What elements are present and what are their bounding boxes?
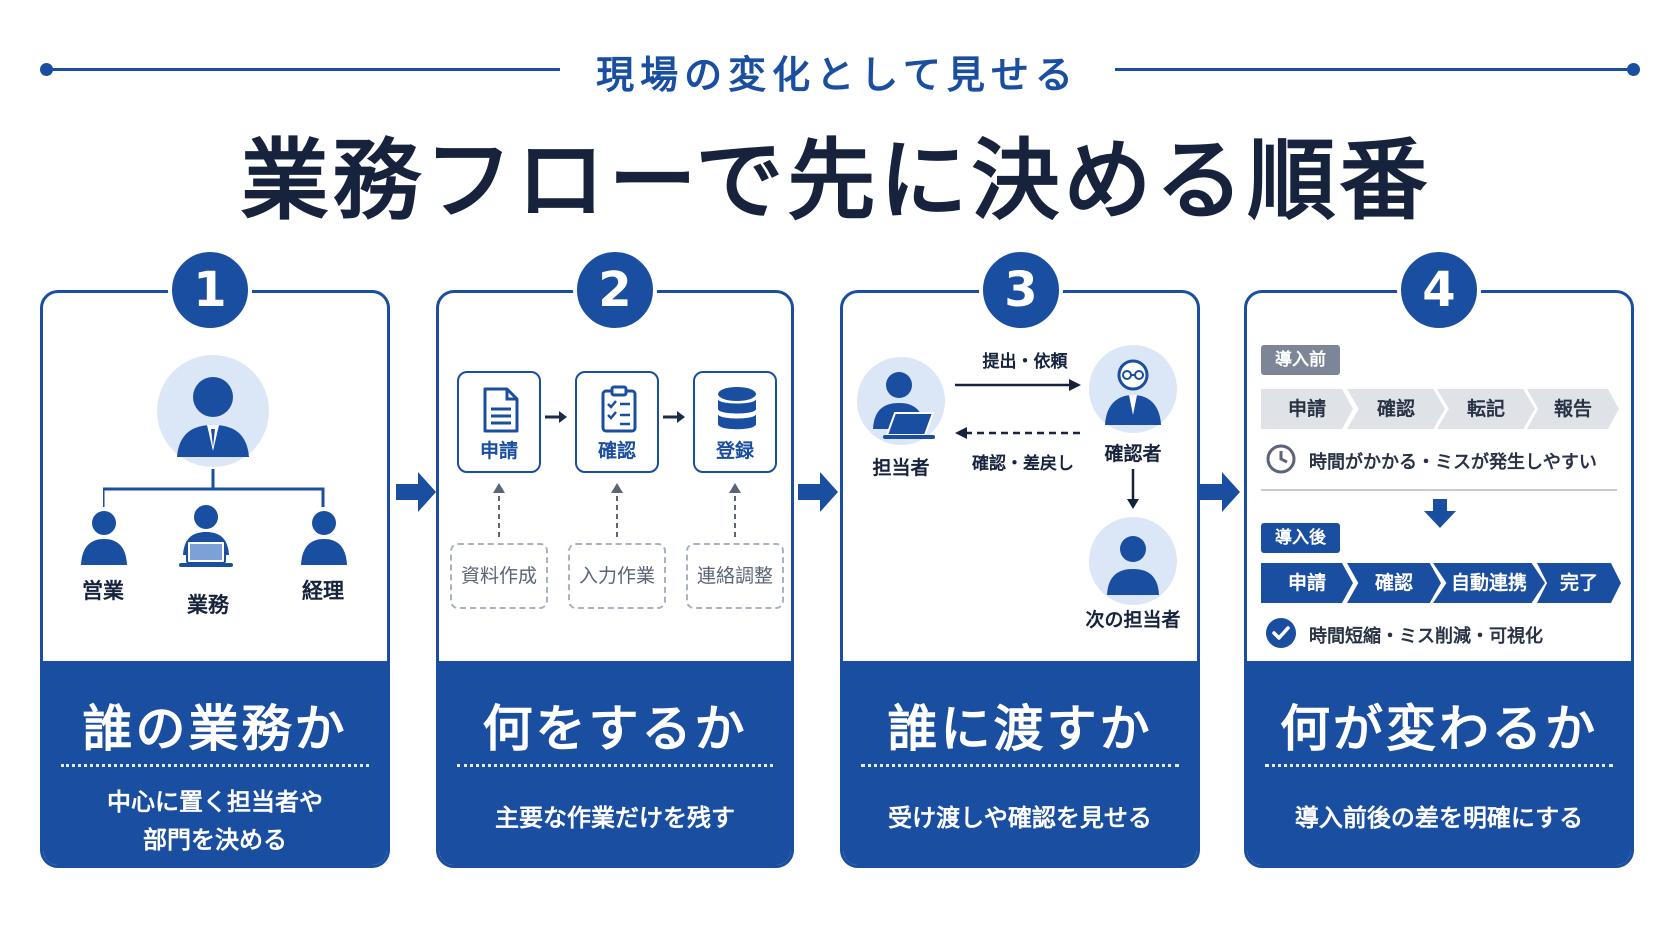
arrow-down-icon <box>1424 499 1456 528</box>
task-box-input: 入力作業 <box>568 543 666 609</box>
org-tree-lines <box>103 469 325 507</box>
sales-person-icon <box>81 511 127 565</box>
clock-icon <box>1266 444 1296 474</box>
check-circle-icon <box>1266 618 1296 648</box>
card-4-divider <box>1265 764 1613 767</box>
before-note: 時間がかかる・ミスが発生しやすい <box>1309 452 1597 473</box>
person-label-sales: 営業 <box>82 579 124 603</box>
label-submit-request: 提出・依頼 <box>982 352 1068 372</box>
dashed-arrow-up-icon <box>493 483 505 537</box>
step-number-4: 4 <box>1397 248 1481 332</box>
worker-person-laptop-icon <box>857 357 945 445</box>
after-step-2: 確認 <box>1347 563 1441 603</box>
step-number-3: 3 <box>979 248 1063 332</box>
tag-before: 導入前 <box>1261 345 1340 375</box>
person-label-operations: 業務 <box>187 593 229 617</box>
card-2-footer: 何をするか 主要な作業だけを残す <box>439 661 791 865</box>
card-4-title: 何が変わるか <box>1280 700 1598 758</box>
manager-person-icon <box>157 355 269 467</box>
tag-after: 導入後 <box>1261 523 1340 553</box>
task-box-materials: 資料作成 <box>450 543 548 609</box>
card-1-description-line-2: 部門を決める <box>143 826 287 854</box>
label-check-return: 確認・差戻し <box>972 454 1074 474</box>
after-step-4: 完了 <box>1537 563 1621 603</box>
operations-person-laptop-icon <box>179 505 233 567</box>
step-box-check-label: 確認 <box>597 440 636 462</box>
card-3: 担当者 提出・依頼 確認・差戻し 確認者 次の担当者 誰に渡すか 受け渡しや確認… <box>840 290 1200 868</box>
after-note: 時間短縮・ミス削減・可視化 <box>1309 626 1543 647</box>
checklist-icon <box>601 385 637 433</box>
person-label-next-assignee: 次の担当者 <box>1085 609 1181 631</box>
step-number-1: 1 <box>168 248 252 332</box>
person-label-accounting: 経理 <box>302 579 344 603</box>
card-1: 営業 業務 経理 誰の業務か 中心に置く担当者や 部門を決める <box>40 290 390 868</box>
card-1-footer: 誰の業務か 中心に置く担当者や 部門を決める <box>43 661 387 865</box>
card-2-title: 何をするか <box>482 700 748 758</box>
task-box-coordination: 連絡調整 <box>686 543 784 609</box>
dashed-arrow-up-icon <box>611 483 623 537</box>
database-icon <box>718 387 756 430</box>
arrow-right-icon <box>1200 472 1240 512</box>
step-box-apply: 申請 <box>457 371 541 473</box>
card-1-divider <box>61 764 369 767</box>
arrow-right-icon <box>798 472 838 512</box>
arrow-right-icon <box>396 472 436 512</box>
reviewer-person-icon <box>1089 345 1177 433</box>
card-2: 申請 確認 登録 資料作成 入力作業 連絡調整 <box>436 290 794 868</box>
before-step-1: 申請 <box>1261 389 1353 429</box>
step-box-register-label: 登録 <box>715 440 754 462</box>
arrow-down-icon <box>1127 469 1139 509</box>
dashed-arrow-up-icon <box>729 483 741 537</box>
document-icon <box>483 387 519 433</box>
card-1-description: 中心に置く担当者や 部門を決める <box>43 783 387 859</box>
dashed-arrow-left-icon <box>955 427 1081 439</box>
before-step-2: 確認 <box>1347 389 1445 429</box>
card-2-description: 主要な作業だけを残す <box>495 804 735 832</box>
card-1-title: 誰の業務か <box>82 700 348 758</box>
subtitle-dot-right <box>1627 63 1640 76</box>
subtitle-line-left <box>46 68 560 71</box>
person-label-reviewer: 確認者 <box>1104 443 1162 465</box>
before-step-3: 転記 <box>1437 389 1535 429</box>
step-number-2: 2 <box>573 248 657 332</box>
card-3-description: 受け渡しや確認を見せる <box>888 804 1152 832</box>
card-4-footer: 何が変わるか 導入前後の差を明確にする <box>1247 661 1631 865</box>
arrow-right-icon <box>955 379 1081 391</box>
card-3-title: 誰に渡すか <box>887 700 1153 758</box>
after-step-3: 自動連携 <box>1433 563 1545 603</box>
page-title: 業務フローで先に決める順番 <box>240 129 1432 232</box>
card-3-footer: 誰に渡すか 受け渡しや確認を見せる <box>843 661 1197 865</box>
step-box-apply-label: 申請 <box>479 440 518 462</box>
step-box-register: 登録 <box>693 371 777 473</box>
subtitle-line-right <box>1115 68 1633 71</box>
after-step-1: 申請 <box>1261 563 1353 603</box>
card-4: 導入前 申請 確認 転記 報告 時間がかかる・ミスが発生しやすい 導入後 申請 … <box>1244 290 1634 868</box>
small-arrow-right-icon <box>663 411 685 423</box>
before-step-4: 報告 <box>1527 389 1619 429</box>
before-after-divider <box>1261 489 1617 491</box>
person-label-assignee: 担当者 <box>872 457 930 479</box>
subtitle: 現場の変化として見せる <box>596 53 1079 97</box>
card-4-description: 導入前後の差を明確にする <box>1294 804 1584 832</box>
small-arrow-right-icon <box>545 411 567 423</box>
card-3-divider <box>861 764 1179 767</box>
card-2-divider <box>457 764 773 767</box>
subtitle-dot-left <box>40 63 53 76</box>
accounting-person-icon <box>301 511 347 565</box>
next-person-icon <box>1089 517 1177 605</box>
card-1-description-line-1: 中心に置く担当者や <box>107 788 323 816</box>
step-box-check: 確認 <box>575 371 659 473</box>
